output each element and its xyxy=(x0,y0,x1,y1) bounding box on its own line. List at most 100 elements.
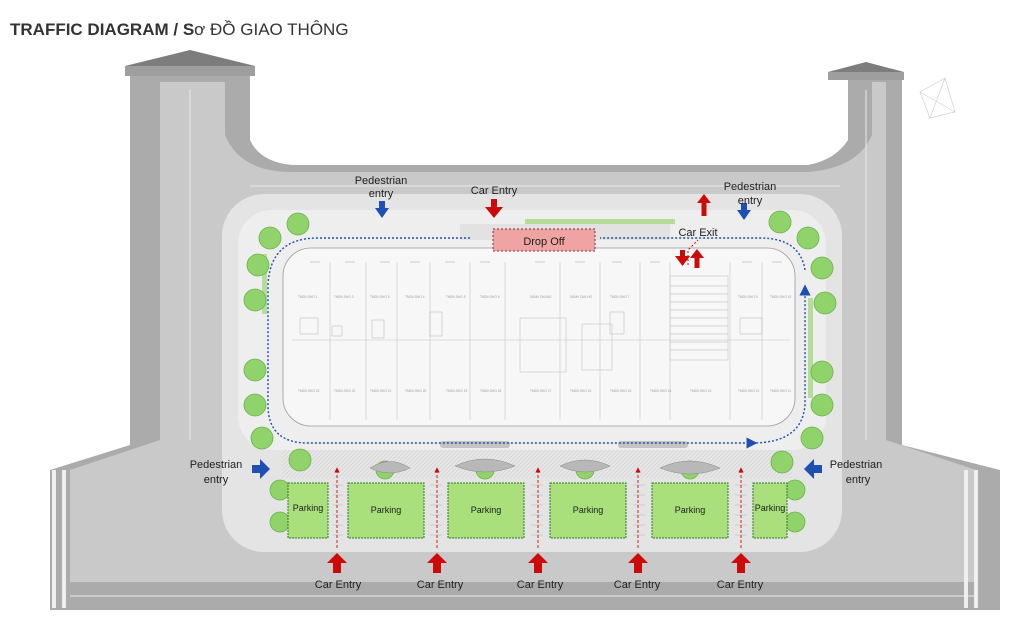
svg-text:TMDV-SHO 3: TMDV-SHO 3 xyxy=(334,295,354,299)
car-entry-label: Car Entry xyxy=(717,579,764,591)
svg-text:SANH CHUNG: SANH CHUNG xyxy=(530,295,552,299)
svg-text:TMDV-SHO 9: TMDV-SHO 9 xyxy=(738,295,758,299)
svg-text:TMDV-SHO 17: TMDV-SHO 17 xyxy=(530,389,551,393)
building-outline xyxy=(282,247,796,427)
pedestrian-entry-top-left: Pedestrian entry xyxy=(355,175,408,200)
page-title-suffix: ơ ĐỒ GIAO THÔNG xyxy=(194,20,349,39)
car-entry-label: Car Entry xyxy=(517,579,564,591)
pedestrian-entry-arrow-icon xyxy=(804,459,822,479)
pedestrian-entry-label: entry xyxy=(846,474,871,486)
green-strip-left xyxy=(262,254,267,314)
car-circulation-loop-north-east xyxy=(600,237,806,271)
north-arrow-icon xyxy=(919,77,956,119)
car-entry-arrow-icon xyxy=(628,553,648,573)
car-entry-arrow-icon xyxy=(731,553,751,573)
car-arrows xyxy=(327,194,751,573)
svg-text:TMDV-SHO 14: TMDV-SHO 14 xyxy=(650,389,671,393)
page-title: TRAFFIC DIAGRAM / Sơ ĐỒ GIAO THÔNG xyxy=(10,20,349,40)
building-unit-grid xyxy=(292,262,790,420)
tree xyxy=(258,226,282,250)
tree xyxy=(784,511,806,533)
svg-text:TMDV-SHO 15: TMDV-SHO 15 xyxy=(610,389,631,393)
tree xyxy=(250,426,274,450)
south-planter-left xyxy=(440,441,510,448)
pedestrian-entry-label: Pedestrian xyxy=(830,459,883,471)
parking-label: Parking xyxy=(371,505,402,515)
car-entry-paths xyxy=(334,467,744,548)
svg-text:TMDV-SHO 21: TMDV-SHO 21 xyxy=(370,389,391,393)
car-entry-arrow-icon xyxy=(427,553,447,573)
car-entry-label: Car Entry xyxy=(315,579,362,591)
parking-lot xyxy=(549,482,627,539)
parking-lot xyxy=(651,482,729,539)
parking-label: Parking xyxy=(675,505,706,515)
car-entry-arrow-icon xyxy=(528,553,548,573)
svg-text:TMDV-SHO 6: TMDV-SHO 6 xyxy=(480,295,500,299)
parking-lane-hatch xyxy=(333,484,747,536)
pedestrian-entry-label: Pedestrian xyxy=(190,459,243,471)
pedestrian-entry-label: entry xyxy=(369,188,394,200)
pedestrian-entry-arrow-icon xyxy=(252,459,270,479)
pedestrian-entry-label: entry xyxy=(204,474,229,486)
svg-text:TMDV-SHO 1: TMDV-SHO 1 xyxy=(298,295,318,299)
car-entry-arrow-icon xyxy=(327,553,347,573)
car-entry-label: Car Entry xyxy=(614,579,661,591)
parking-lot xyxy=(752,482,788,539)
parking-area: Parking Parking Parking Parking Parking … xyxy=(287,482,788,539)
car-exit-label: Car Exit xyxy=(678,227,717,239)
pedestrian-entry-label: entry xyxy=(738,195,763,207)
car-entry-arrow-icon xyxy=(485,199,503,218)
page-title-prefix: TRAFFIC DIAGRAM / S xyxy=(10,20,195,39)
road-cap-left xyxy=(125,50,255,66)
road-cap-right-band xyxy=(828,72,904,80)
car-exit-down-arrow-icon xyxy=(675,250,690,266)
building-unit-labels: TMDV-SHO 1 TMDV-SHO 3 TMDV-SHO 5 TMDV-SHO … xyxy=(298,295,791,393)
svg-text:TMDV-SHO 7: TMDV-SHO 7 xyxy=(610,295,630,299)
parking-label: Parking xyxy=(471,505,502,515)
car-exit-arrow-icon xyxy=(697,194,711,216)
svg-text:TMDV-SHO 13: TMDV-SHO 13 xyxy=(690,389,711,393)
car-exit-up-arrow-icon xyxy=(690,249,704,268)
svg-text:TMDV-SHO 5: TMDV-SHO 5 xyxy=(370,295,390,299)
road-cap-left-band xyxy=(125,66,255,76)
parking-label: Parking xyxy=(755,503,786,513)
tree xyxy=(810,393,834,417)
tree xyxy=(269,479,291,501)
pedestrian-arrows xyxy=(252,201,822,479)
tree xyxy=(243,393,267,417)
south-planter-right xyxy=(618,441,688,448)
tree xyxy=(243,358,267,382)
car-exit-path xyxy=(687,239,699,265)
car-circulation-loop xyxy=(267,237,758,449)
car-circulation-loop-east xyxy=(751,284,811,444)
car-entry-bottom-labels: Car Entry Car Entry Car Entry Car Entry … xyxy=(315,579,764,591)
car-entry-top-label: Car Entry xyxy=(471,185,518,197)
south-plaza-hatch xyxy=(282,450,792,478)
tree xyxy=(800,426,824,450)
road-lane-stripes xyxy=(52,470,978,608)
svg-text:TMDV-SHO 16: TMDV-SHO 16 xyxy=(570,389,591,393)
svg-text:TMDV-SHO 23: TMDV-SHO 23 xyxy=(298,389,319,393)
south-landscape-planters xyxy=(369,458,721,475)
tree xyxy=(243,288,267,312)
building-footprint: TMDV-SHO 1 TMDV-SHO 3 TMDV-SHO 5 TMDV-SHO … xyxy=(282,247,796,427)
tree xyxy=(770,450,794,474)
top-green-strip xyxy=(525,219,675,224)
tree xyxy=(813,291,837,315)
green-strip-right xyxy=(808,298,813,398)
svg-text:SANH CAN HO: SANH CAN HO xyxy=(570,295,593,299)
building-stair-details xyxy=(299,285,763,351)
tree xyxy=(784,479,806,501)
pedestrian-entry-arrow-icon xyxy=(737,203,751,220)
car-entry-label: Car Entry xyxy=(417,579,464,591)
svg-text:TMDV-SHO 22: TMDV-SHO 22 xyxy=(334,389,355,393)
drop-off-label: Drop Off xyxy=(523,236,565,248)
pedestrian-entry-right: Pedestrian entry xyxy=(830,459,883,486)
svg-text:TMDV-SHO 19: TMDV-SHO 19 xyxy=(446,389,467,393)
tree xyxy=(286,212,310,236)
pedestrian-entry-arrow-icon xyxy=(375,201,389,218)
tree xyxy=(768,210,792,234)
drop-off-zone xyxy=(492,228,596,252)
svg-text:TMDV-SHO 20: TMDV-SHO 20 xyxy=(405,389,426,393)
